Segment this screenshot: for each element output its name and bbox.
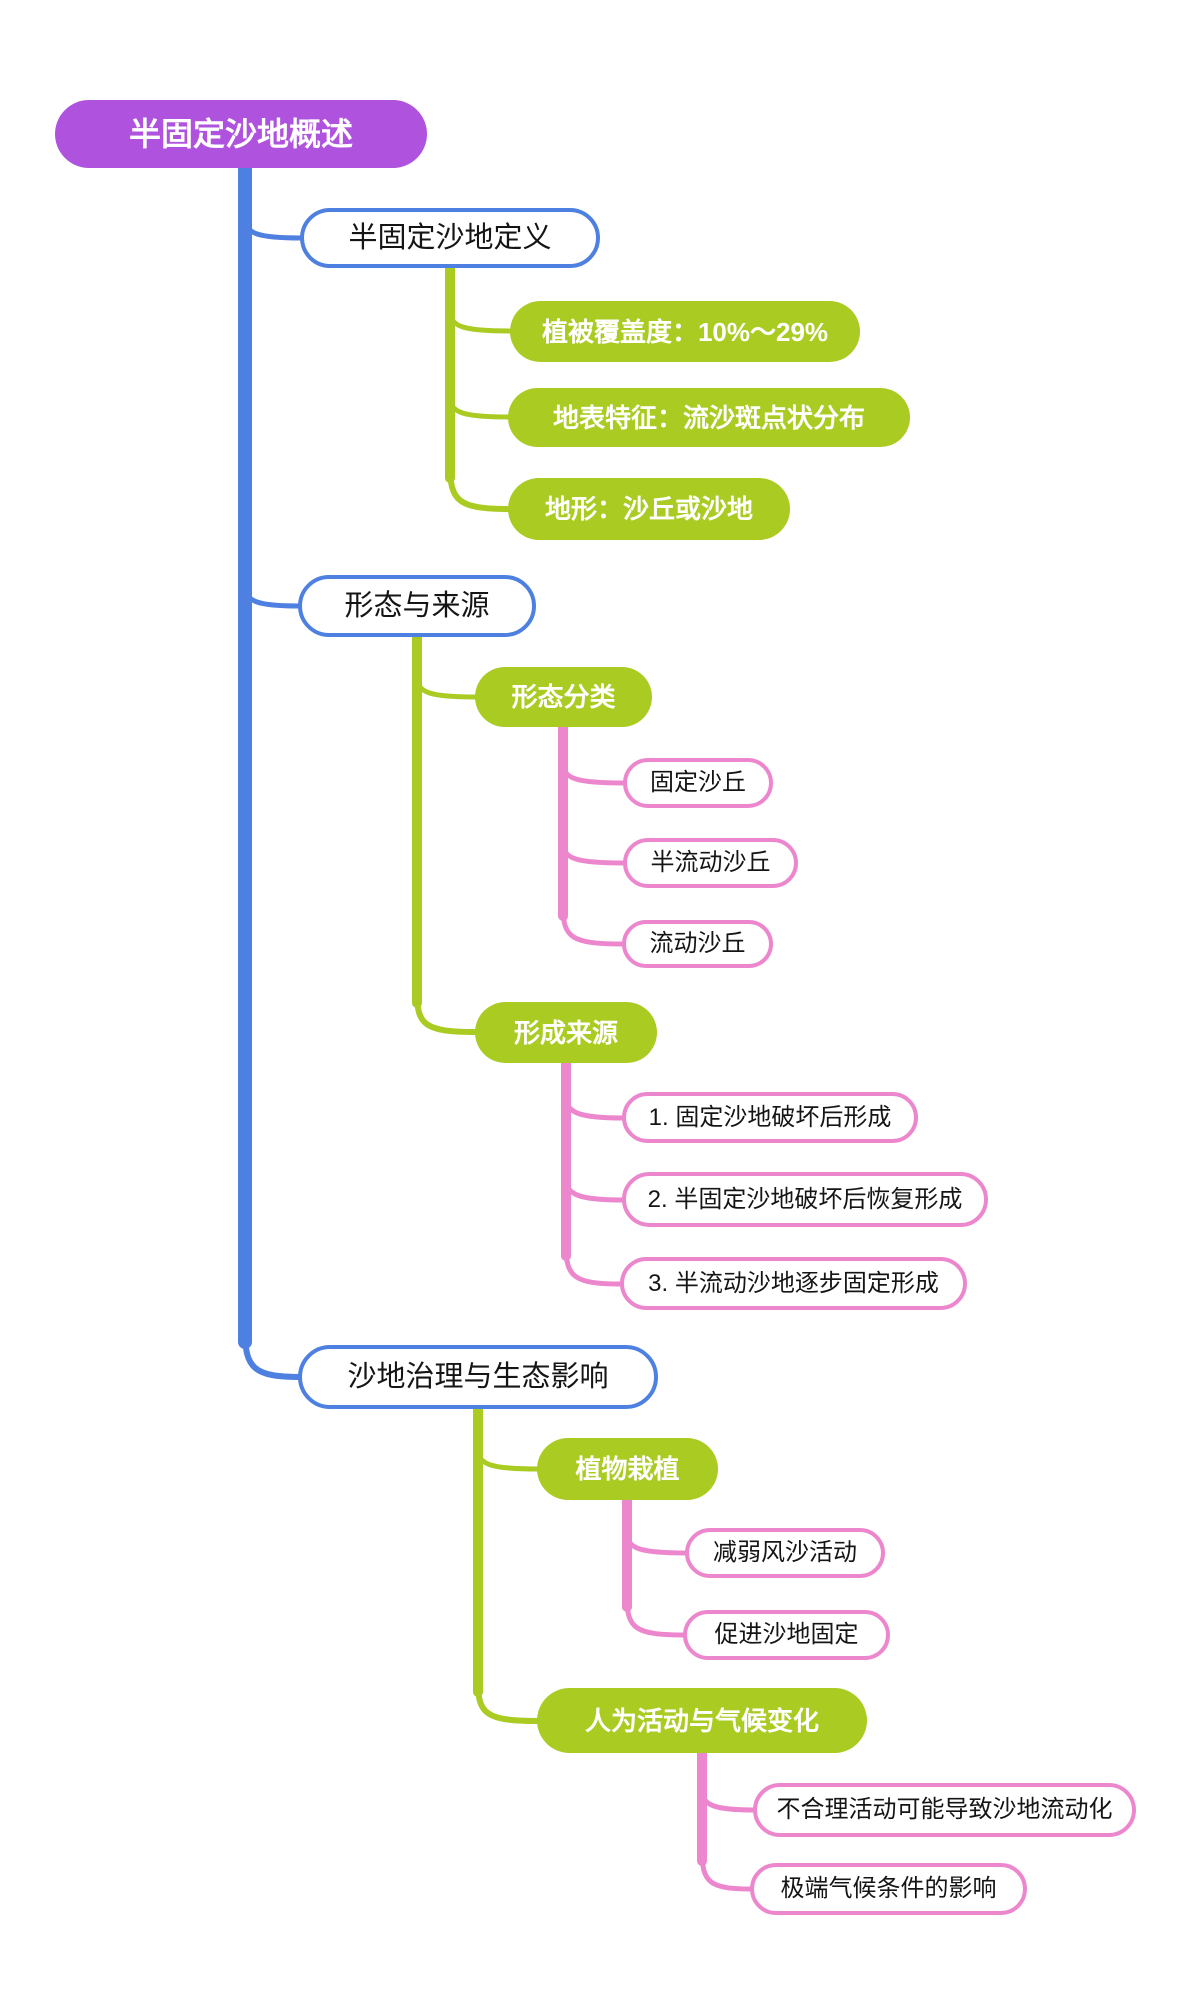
node-definition[interactable]: 半固定沙地定义 — [300, 208, 600, 268]
blue-branch-morphology — [242, 583, 302, 609]
node-terrain[interactable]: 地形：沙丘或沙地 — [508, 478, 790, 540]
node-morphology-classification[interactable]: 形态分类 — [475, 667, 652, 727]
pink-elbow-promote-fixation — [624, 1594, 689, 1638]
pink-branch-semi-mobile-dune — [560, 840, 627, 866]
green-branch-vegetation — [447, 308, 514, 334]
pink-branch-origin-1 — [563, 1094, 626, 1121]
green-elbow-formation-origin — [414, 990, 479, 1035]
green-elbow-human-activity — [475, 1679, 541, 1724]
pink-elbow-mobile-dune — [560, 903, 627, 947]
node-surface-features[interactable]: 地表特征：流沙斑点状分布 — [508, 388, 910, 447]
node-fixed-dune[interactable]: 固定沙丘 — [623, 758, 773, 808]
green-branch-classification — [414, 674, 479, 700]
node-formation-origin[interactable]: 形成来源 — [475, 1002, 657, 1063]
node-governance-and-ecology[interactable]: 沙地治理与生态影响 — [298, 1345, 658, 1409]
pink-elbow-origin-3 — [563, 1243, 624, 1287]
node-morphology-and-origin[interactable]: 形态与来源 — [298, 575, 536, 637]
blue-branch-definition — [242, 215, 304, 241]
pink-branch-fixed-dune — [560, 760, 627, 786]
node-origin-1[interactable]: 1. 固定沙地破坏后形成 — [622, 1092, 918, 1143]
node-vegetation-coverage[interactable]: 植被覆盖度：10%～29% — [510, 301, 860, 362]
node-overview[interactable]: 半固定沙地概述 — [55, 100, 427, 168]
green-branch-surface — [447, 394, 512, 420]
node-origin-3[interactable]: 3. 半流动沙地逐步固定形成 — [620, 1257, 967, 1310]
pink-branch-origin-2 — [563, 1176, 626, 1203]
node-plant-cultivation[interactable]: 植物栽植 — [537, 1438, 718, 1500]
node-weaken-wind-sand[interactable]: 减弱风沙活动 — [685, 1528, 885, 1578]
pink-branch-weaken-wind-sand — [624, 1530, 690, 1556]
green-branch-plant-cultivation — [475, 1446, 541, 1472]
node-unreasonable-activity[interactable]: 不合理活动可能导致沙地流动化 — [753, 1783, 1136, 1837]
node-promote-fixation[interactable]: 促进沙地固定 — [683, 1610, 890, 1660]
pink-branch-unreasonable-activity — [699, 1787, 758, 1813]
node-semi-mobile-dune[interactable]: 半流动沙丘 — [623, 838, 798, 888]
blue-trunk-elbow-governance — [242, 1327, 304, 1380]
node-extreme-climate[interactable]: 极端气候条件的影响 — [750, 1863, 1027, 1915]
pink-elbow-extreme-climate — [699, 1848, 755, 1892]
green-elbow-terrain — [447, 462, 512, 512]
node-mobile-dune[interactable]: 流动沙丘 — [622, 920, 773, 968]
node-human-activity-climate[interactable]: 人为活动与气候变化 — [537, 1688, 867, 1753]
node-origin-2[interactable]: 2. 半固定沙地破坏后恢复形成 — [622, 1172, 988, 1227]
